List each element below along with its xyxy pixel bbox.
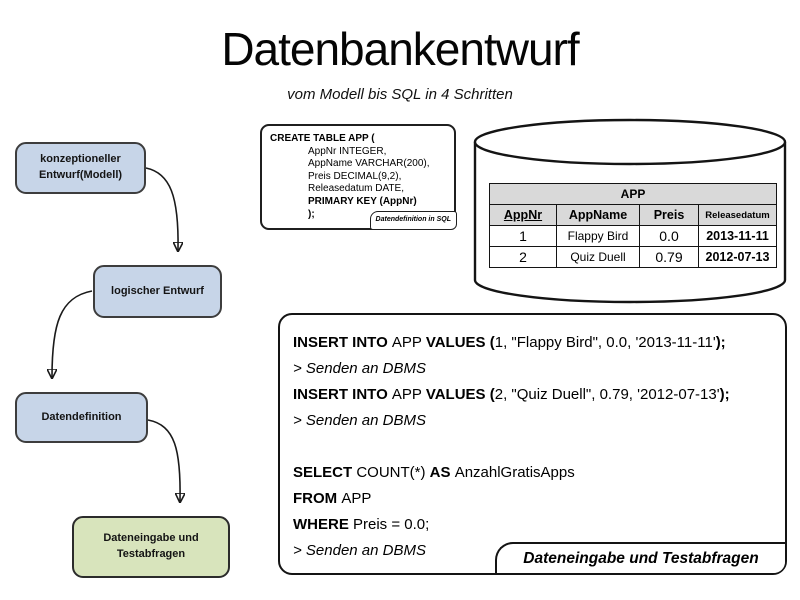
ddl-code-line: AppNr INTEGER, xyxy=(308,145,387,157)
flow-arrow-1 xyxy=(145,167,178,250)
flow-step-datendefinition: Datendefinition xyxy=(15,392,148,443)
sql-code-line: > Senden an DBMS xyxy=(293,542,427,559)
table-cell: Quiz Duell xyxy=(556,246,640,268)
table-row: APP xyxy=(489,183,777,205)
flow-step-label: logischer Entwurf xyxy=(111,284,204,297)
flow-arrow-2 xyxy=(52,290,93,377)
ddl-code-line: PRIMARY KEY (AppNr) xyxy=(308,195,417,207)
table-title: APP xyxy=(489,183,777,205)
create-table-sql-code: CREATE TABLE APP (AppNr INTEGER,AppName … xyxy=(270,133,446,221)
table-column-header: AppNr xyxy=(489,204,557,226)
ddl-code-line: ); xyxy=(308,208,315,220)
table-cell: 2 xyxy=(489,246,557,268)
sql-code-line: > Senden an DBMS xyxy=(293,360,427,377)
flow-step-dateneingabe-testabfragen: Dateneingabe und Testabfragen xyxy=(72,516,230,578)
flow-step-label: konzeptioneller Entwurf(Modell) xyxy=(38,153,123,181)
flow-step-label: Dateneingabe und Testabfragen xyxy=(103,532,199,560)
flow-step-logischer-entwurf: logischer Entwurf xyxy=(93,265,222,318)
ddl-code-line: Preis DECIMAL(9,2), xyxy=(308,170,402,182)
table-column-header: Preis xyxy=(639,204,699,226)
table-cell: 2013-11-11 xyxy=(698,225,777,247)
ddl-code-line: CREATE TABLE APP ( xyxy=(270,133,375,144)
table-cell: Flappy Bird xyxy=(556,225,640,247)
sql-code-line: WHERE Preis = 0.0; xyxy=(293,516,430,533)
sql-panel-caption-tab: Dateneingabe und Testabfragen xyxy=(495,542,785,573)
table-cell: 1 xyxy=(489,225,557,247)
ddl-caption-tab: Datendefinition in SQL xyxy=(369,211,457,230)
flow-step-label: Datendefinition xyxy=(41,410,122,423)
ddl-code-line: Releasedatum DATE, xyxy=(308,183,404,195)
sql-code-line xyxy=(293,434,772,460)
create-table-sql-box: CREATE TABLE APP (AppNr INTEGER,AppName … xyxy=(260,124,457,230)
flow-step-konzeptioneller-entwurf: konzeptioneller Entwurf(Modell) xyxy=(15,142,146,194)
table-cell: 0.79 xyxy=(639,246,699,268)
sql-statements-panel: INSERT INTO APP VALUES (1, "Flappy Bird"… xyxy=(278,313,787,575)
flow-arrow-3 xyxy=(147,419,180,501)
sql-code-line: FROM APP xyxy=(293,490,372,507)
page-subtitle: vom Modell bis SQL in 4 Schritten xyxy=(287,86,513,103)
table-cell: 0.0 xyxy=(639,225,699,247)
sql-code-line: SELECT COUNT(*) AS AnzahlGratisApps xyxy=(293,464,575,481)
table-column-header: Releasedatum xyxy=(698,204,777,226)
sql-code-line: > Senden an DBMS xyxy=(293,412,427,429)
ddl-code-line: AppName VARCHAR(200), xyxy=(308,158,430,170)
page-title: Datenbankentwurf xyxy=(221,23,579,75)
table-cell: 2012-07-13 xyxy=(698,246,777,268)
table-column-header: AppName xyxy=(556,204,640,226)
sql-statements-code: INSERT INTO APP VALUES (1, "Flappy Bird"… xyxy=(293,330,772,564)
sql-code-line: INSERT INTO APP VALUES (2, "Quiz Duell",… xyxy=(293,386,730,403)
sql-code-line: INSERT INTO APP VALUES (1, "Flappy Bird"… xyxy=(293,334,726,351)
